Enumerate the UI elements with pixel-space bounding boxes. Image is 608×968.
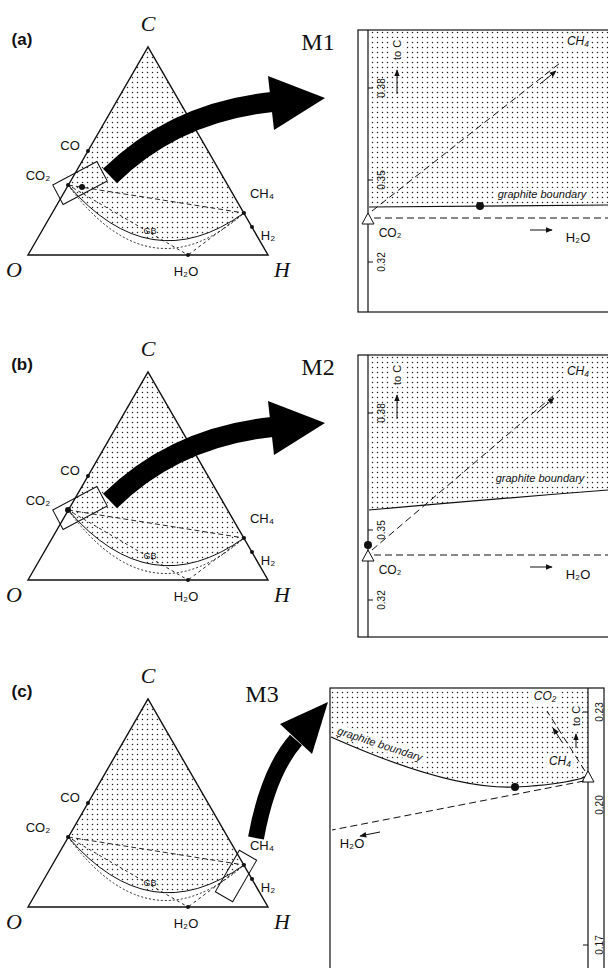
figure-label: M2: [301, 354, 334, 380]
figure-label: CO₂: [532, 690, 559, 703]
figure-label: (c): [12, 683, 33, 702]
figure-label: GB: [143, 552, 156, 562]
figure-label: CH₄: [250, 839, 274, 853]
figure-label: C: [141, 337, 156, 361]
figure-label: O: [6, 258, 22, 282]
figure-label: M1: [301, 29, 334, 55]
figure-label: 0.32: [376, 252, 387, 271]
figure-label: to C: [391, 38, 403, 62]
figure-label: H₂O: [174, 590, 199, 604]
figure-label: H₂O: [174, 265, 199, 279]
figure-label: CO: [60, 464, 80, 478]
figure-label: CO₂: [379, 227, 402, 240]
figure-label: 0.17: [594, 935, 605, 954]
figure-label: 0.38: [376, 403, 387, 422]
figure-label: CO: [60, 791, 80, 805]
figure-label: CH₄: [565, 365, 591, 378]
figure-label: 0.35: [376, 520, 387, 539]
figure-label: H: [274, 258, 290, 282]
figure-label: 0.20: [594, 795, 605, 814]
figure-label: GB: [143, 879, 156, 889]
figure-label: (a): [12, 31, 33, 50]
figure-label: O: [6, 910, 22, 934]
figure-label: C: [141, 12, 156, 36]
figure-label: to C: [391, 363, 403, 387]
figure-label: CO₂: [26, 821, 51, 835]
figure-label: (b): [11, 356, 33, 375]
figure-label: M3: [245, 681, 278, 707]
figure-label: H: [274, 583, 290, 607]
figure-label: CH₄: [565, 35, 591, 48]
figure-label: GB: [143, 227, 156, 237]
figure-label: C: [141, 664, 156, 688]
figure-label: H: [274, 910, 290, 934]
figure-label: O: [6, 583, 22, 607]
figure-label: H₂: [261, 554, 275, 568]
figure-label: graphite boundary: [494, 472, 587, 484]
figure-label: H₂: [261, 229, 275, 243]
figure-label: to C: [570, 704, 582, 728]
figure-label: CH₄: [547, 755, 573, 768]
figure-label: 0.32: [376, 590, 387, 609]
figure-label: CO₂: [26, 494, 51, 508]
figure-label: H₂: [261, 881, 275, 895]
figure-label: CH₄: [250, 512, 274, 526]
figure-label: CO₂: [26, 169, 51, 183]
figure-label: 0.38: [376, 78, 387, 97]
figure-label: 0.35: [376, 170, 387, 189]
figure-label: CO: [60, 139, 80, 153]
figure-label: CO₂: [379, 564, 402, 577]
figure-label: graphite boundary: [496, 188, 589, 200]
figure-label: 0.23: [594, 702, 605, 721]
figure-label: H₂O: [340, 837, 365, 851]
figure-label: H₂O: [566, 231, 591, 245]
figure-label: CH₄: [250, 187, 274, 201]
figure-label: H₂O: [566, 568, 591, 582]
figure-label: H₂O: [174, 917, 199, 931]
